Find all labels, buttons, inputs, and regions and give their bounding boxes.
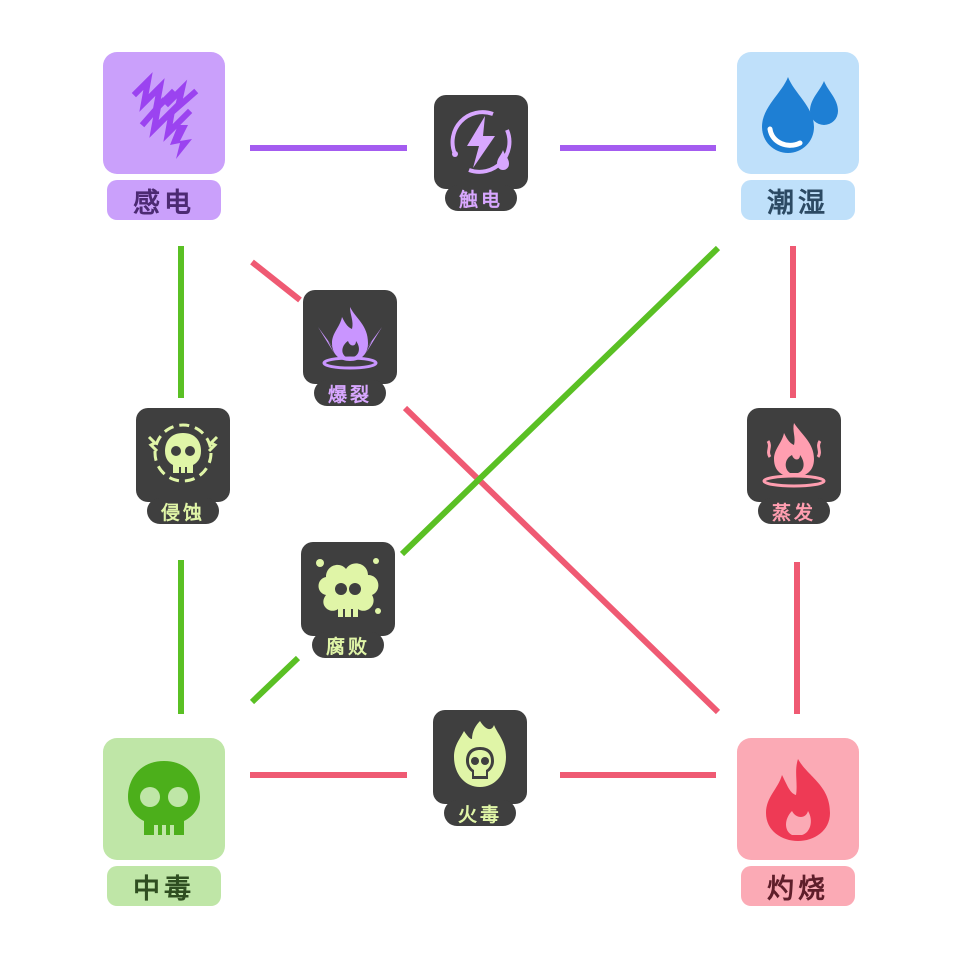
toxic-cloud-skull-icon [316,558,381,617]
state-electrified[interactable]: 感电 [103,52,225,220]
state-poisoned[interactable]: 中毒 [103,738,225,906]
decay-label: 腐败 [311,632,384,658]
shock-label: 触电 [444,185,517,211]
evaporation-label: 蒸发 [757,498,830,524]
wet-tile [737,52,859,174]
flame-icon [766,759,830,841]
lightning-bolts-icon [131,72,199,159]
link-explosion-burning [402,405,721,715]
poisoned-label: 中毒 [107,866,221,906]
reaction-fire-poison[interactable]: 火毒 [433,710,527,826]
steam-flame-icon [762,423,826,488]
fire-poison-tile [433,710,527,804]
reaction-explosion[interactable]: 爆裂 [303,290,397,406]
reaction-shock[interactable]: 触电 [434,95,528,211]
water-drops-icon [762,77,838,153]
decay-tile [301,542,395,636]
evaporation-tile [747,408,841,502]
burning-label: 灼烧 [741,866,855,906]
erosion-label: 侵蚀 [146,498,219,524]
reaction-erosion[interactable]: 侵蚀 [136,408,230,524]
explosion-tile [303,290,397,384]
state-burning[interactable]: 灼烧 [737,738,859,906]
shock-tile [434,95,528,189]
reaction-decay[interactable]: 腐败 [301,542,395,658]
link-decay-poisoned [249,655,301,705]
link-electrified-explosion [250,259,302,303]
poisoned-tile [103,738,225,860]
electric-skull-icon [147,423,219,483]
electrified-tile [103,52,225,174]
burning-tile [737,738,859,860]
bolt-ring-drop-icon [450,110,512,174]
wet-label: 潮湿 [741,180,855,220]
state-wet[interactable]: 潮湿 [737,52,859,220]
purple-fire-burst-icon [318,307,382,370]
fire-poison-label: 火毒 [443,800,516,826]
erosion-tile [136,408,230,502]
explosion-label: 爆裂 [313,380,386,406]
electrified-label: 感电 [107,180,221,220]
skull-icon [128,761,200,835]
flaming-skull-icon [454,721,506,787]
reaction-evaporation[interactable]: 蒸发 [747,408,841,524]
link-wet-decay [399,245,721,557]
